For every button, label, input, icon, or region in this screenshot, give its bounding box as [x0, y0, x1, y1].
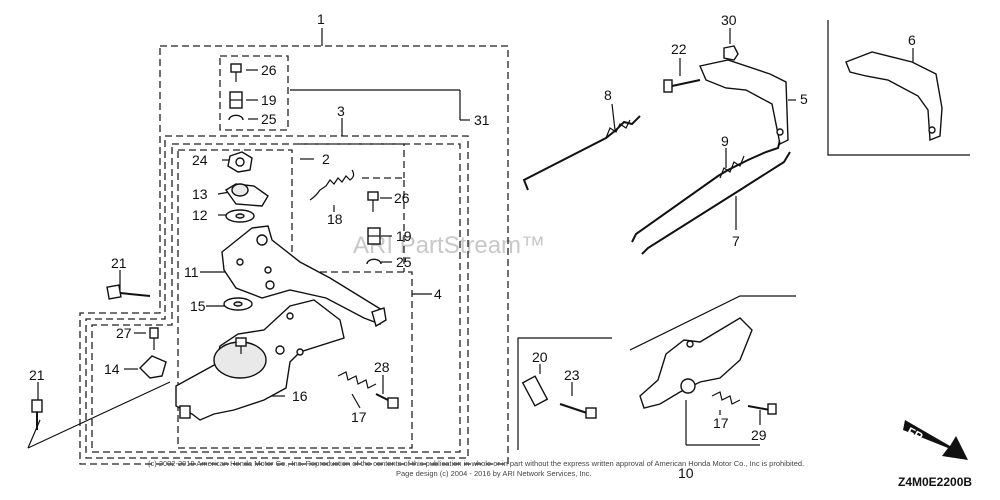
- callout-27: 27: [116, 325, 132, 341]
- callout-3: 3: [337, 103, 345, 119]
- callout-2: 2: [322, 151, 330, 167]
- copyright-line-2: Page design (c) 2004 - 2016 by ARI Netwo…: [396, 469, 592, 478]
- callout-21b: 21: [29, 367, 45, 383]
- callout-20: 20: [532, 349, 548, 365]
- callout-22: 22: [671, 41, 687, 57]
- bracket-5: [663, 45, 789, 146]
- callout-30: 30: [721, 12, 737, 28]
- callout-26a: 26: [261, 62, 277, 78]
- bracket-6: [845, 51, 943, 142]
- diagram-code: Z4M0E2200B: [898, 475, 972, 489]
- callout-10: 10: [678, 465, 694, 481]
- callout-19b: 19: [396, 228, 412, 244]
- control-assembly-10: [639, 317, 777, 415]
- governor-base-plate: [175, 299, 345, 421]
- callout-26b: 26: [394, 190, 410, 206]
- washer-stack: [223, 151, 269, 311]
- callout-1: 1: [317, 11, 325, 27]
- callout-17b: 17: [713, 415, 729, 431]
- pin-20-bolt-23: [521, 375, 597, 419]
- callout-23: 23: [564, 367, 580, 383]
- callout-13: 13: [192, 186, 208, 202]
- arrow-icon: [903, 420, 968, 460]
- callout-8: 8: [604, 87, 612, 103]
- callout-18: 18: [327, 211, 343, 227]
- callout-17a: 17: [351, 409, 367, 425]
- spring-17-bolt-28: [337, 371, 399, 409]
- callout-15: 15: [190, 298, 206, 314]
- callout-19a: 19: [261, 92, 277, 108]
- callout-28: 28: [374, 359, 390, 375]
- inset-frames: [517, 20, 970, 450]
- front-direction-arrow: FR.: [903, 420, 968, 460]
- callout-11: 11: [184, 264, 199, 280]
- callout-16: 16: [292, 388, 308, 404]
- assembly-boundaries: [79, 45, 509, 465]
- callout-29: 29: [751, 427, 767, 443]
- callout-21a: 21: [111, 255, 127, 271]
- leader-lines: [27, 28, 914, 449]
- fasteners-26-19-25: [228, 63, 382, 265]
- bolts-21: [31, 284, 151, 430]
- callout-labels: 1 2 3 4 5 6 7 8 9 10 11 12 13 14 15 16 1…: [29, 11, 916, 481]
- callout-12: 12: [192, 207, 208, 223]
- callout-31: 31: [474, 112, 490, 128]
- callout-5: 5: [800, 91, 808, 107]
- callout-7: 7: [732, 233, 740, 249]
- callout-6: 6: [908, 32, 916, 48]
- callout-25b: 25: [396, 254, 412, 270]
- callout-14: 14: [104, 361, 120, 377]
- linkage-rods: [522, 115, 791, 255]
- callout-24: 24: [192, 152, 208, 168]
- small-parts-left: [139, 327, 191, 419]
- callout-25a: 25: [261, 111, 277, 127]
- callout-9: 9: [721, 133, 729, 149]
- spring-18: [309, 169, 355, 201]
- governor-arm-assembly: [221, 225, 387, 328]
- callout-4: 4: [434, 286, 442, 302]
- copyright-line-1: (c) 2002-2019 American Honda Motor Co., …: [148, 459, 804, 468]
